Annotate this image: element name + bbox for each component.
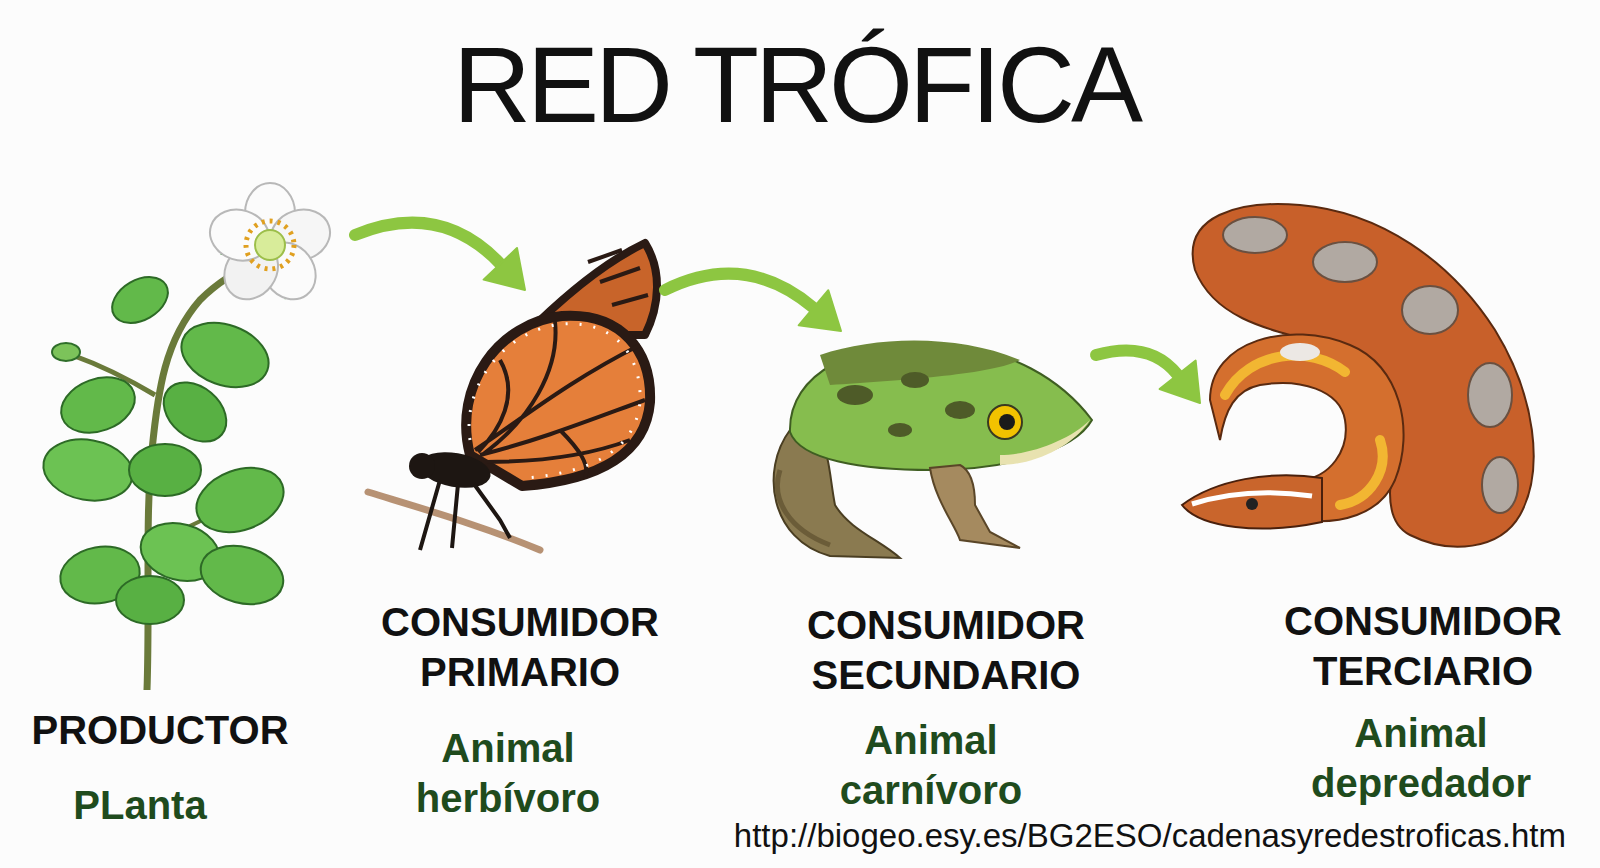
level-name: CONSUMIDOR SECUNDARIO xyxy=(796,600,1096,700)
flower-center xyxy=(255,230,285,260)
snake-head xyxy=(1182,475,1322,528)
snake-blotch xyxy=(1280,343,1320,361)
monarch-butterfly xyxy=(368,243,657,550)
plant-leaf xyxy=(38,433,137,508)
snake-coil xyxy=(1193,204,1534,547)
frog-spot xyxy=(888,423,912,437)
trophic-level: PRODUCTOR PLanta xyxy=(10,175,355,828)
organism-type: Animal herbívoro xyxy=(388,723,628,823)
plant-leaf xyxy=(53,368,142,443)
snake-blotch xyxy=(1313,242,1377,282)
frog-spot xyxy=(837,385,873,405)
frog-eye xyxy=(988,405,1022,439)
arrow-shaft xyxy=(665,274,813,308)
trophic-level: CONSUMIDOR TERCIARIO Animal depredador xyxy=(1200,300,1573,808)
trophic-arrow xyxy=(1096,350,1200,403)
arrow-head xyxy=(484,248,525,290)
butterfly-legs xyxy=(420,480,510,550)
plant-bud xyxy=(52,343,80,361)
plant-leaf xyxy=(104,268,176,333)
flower xyxy=(203,183,336,310)
arrow-head xyxy=(1160,361,1200,403)
green-frog xyxy=(774,341,1092,558)
trophic-level: CONSUMIDOR PRIMARIO Animal herbívoro xyxy=(370,290,670,823)
frog-front-leg xyxy=(930,465,1020,548)
strawberry-plant xyxy=(38,183,336,690)
butterfly-head xyxy=(409,453,435,479)
butterfly-forewing xyxy=(466,316,650,486)
frog-spot xyxy=(901,372,929,388)
organism-type: Animal depredador xyxy=(1301,708,1541,808)
ball-python xyxy=(1182,204,1534,547)
organism-type: Animal carnívoro xyxy=(811,715,1051,815)
snake-eye xyxy=(1246,498,1258,510)
frog-spot xyxy=(945,401,975,419)
diagram-title: RED TRÓFICA xyxy=(0,28,1592,141)
level-name: PRODUCTOR xyxy=(31,707,288,753)
butterfly-dots xyxy=(469,324,640,478)
frog-leg-shade xyxy=(777,470,830,545)
plant-leaf xyxy=(187,456,292,543)
plant-leaf xyxy=(152,370,238,453)
trophic-arrow xyxy=(665,274,841,331)
snake-blotch xyxy=(1468,363,1512,427)
arrow-shaft xyxy=(1096,350,1178,374)
level-name: CONSUMIDOR TERCIARIO xyxy=(1273,596,1573,696)
snake-blotch xyxy=(1223,217,1287,253)
butterfly-veins xyxy=(475,322,645,478)
arrow-shaft xyxy=(355,223,500,264)
trophic-arrow xyxy=(355,223,525,290)
plant-leaf xyxy=(194,537,290,613)
flower-stamens xyxy=(246,221,294,269)
source-url: http://biogeo.esy.es/BG2ESO/cadenasyrede… xyxy=(734,816,1566,856)
trophic-level: CONSUMIDOR SECUNDARIO Animal carnívoro xyxy=(796,331,1096,815)
arrow-head xyxy=(799,290,841,331)
level-name: CONSUMIDOR PRIMARIO xyxy=(370,597,670,697)
butterfly-veins xyxy=(588,250,648,305)
snake-blotch xyxy=(1482,457,1518,513)
organism-type: PLanta xyxy=(73,782,206,828)
frog-pupil xyxy=(999,414,1015,430)
plant-leaf xyxy=(116,576,184,624)
snake-blotch xyxy=(1402,286,1458,334)
plant-leaf xyxy=(129,444,201,496)
